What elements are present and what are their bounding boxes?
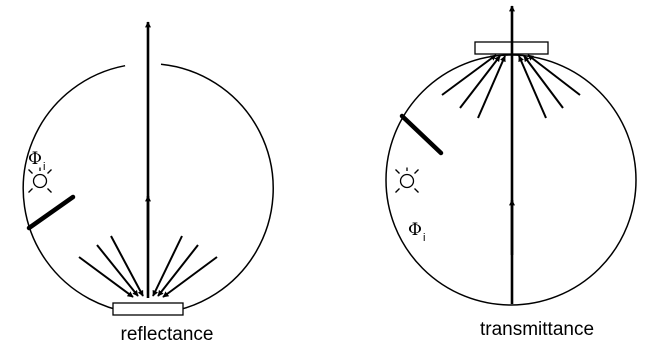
reflectance-flux-symbol: Φ bbox=[28, 149, 42, 169]
reflectance-caption: reflectance bbox=[121, 324, 214, 345]
reflectance-lamp-icon bbox=[28, 167, 52, 193]
transmittance-rays bbox=[441, 54, 581, 119]
reflectance-rays bbox=[78, 235, 218, 298]
reflectance-panel: Φ i reflectance bbox=[22, 21, 274, 345]
reflectance-baffle bbox=[26, 194, 76, 231]
transmittance-flux-symbol: Φ bbox=[408, 220, 422, 240]
reflectance-sample bbox=[112, 302, 184, 316]
transmittance-panel: Φ i transmittance bbox=[385, 5, 637, 340]
transmittance-lamp-icon bbox=[395, 167, 419, 193]
reflectance-flux-subscript: i bbox=[43, 161, 45, 173]
transmittance-baffle bbox=[399, 113, 444, 156]
transmittance-caption: transmittance bbox=[480, 319, 594, 340]
transmittance-flux-subscript: i bbox=[423, 232, 425, 244]
